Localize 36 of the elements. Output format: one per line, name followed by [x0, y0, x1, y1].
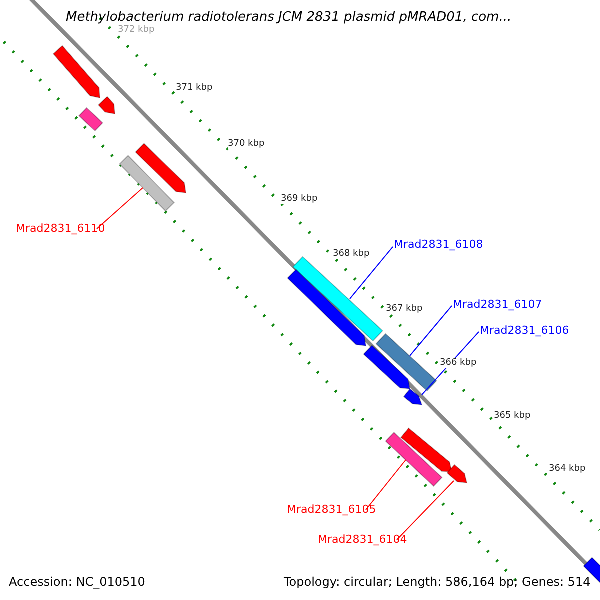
leader-line: [396, 480, 454, 540]
tick-label: 371 kbp: [176, 84, 213, 93]
gene-label: Mrad2831_6108: [394, 239, 484, 250]
gene-block: [363, 344, 411, 390]
gene-label: Mrad2831_6104: [318, 534, 408, 545]
tick-label: 364 kbp: [549, 465, 586, 474]
gene-block: [376, 333, 438, 392]
gene-block: [119, 155, 175, 212]
gene-block: [52, 45, 101, 99]
gene-block: [98, 96, 116, 115]
summary-text: Topology: circular; Length: 586,164 bp; Genes: 514: [284, 576, 591, 588]
tick-label: 372 kbp: [118, 26, 155, 35]
tick-label: 369 kbp: [281, 195, 318, 204]
gene-label: Mrad2831_6105: [287, 504, 376, 515]
tick-label: 366 kbp: [440, 359, 477, 368]
gene-label: Mrad2831_6110: [16, 223, 106, 234]
leader-line: [350, 246, 394, 300]
gene-block: [400, 428, 453, 473]
gene-label: Mrad2831_6106: [480, 325, 570, 336]
tick-label: 370 kbp: [228, 140, 265, 149]
gene-block: [292, 256, 384, 342]
gene-label: Mrad2831_6107: [453, 299, 542, 310]
accession-text: Accession: NC_010510: [9, 576, 146, 588]
gene-block: [135, 143, 187, 194]
tick-label: 367 kbp: [386, 305, 423, 314]
map-title: Methylobacterium radiotolerans JCM 2831 plasmid pMRAD01, com...: [66, 11, 512, 24]
gene-block: [385, 432, 443, 488]
gene-block: [78, 107, 104, 132]
leader-line: [96, 188, 144, 230]
gene-block: [403, 388, 423, 406]
gene-block: [446, 464, 468, 484]
leader-line: [410, 306, 452, 356]
gene-block: [287, 269, 367, 347]
tick-label: 368 kbp: [333, 250, 370, 259]
leader-line: [366, 460, 406, 510]
tick-label: 365 kbp: [494, 412, 531, 421]
